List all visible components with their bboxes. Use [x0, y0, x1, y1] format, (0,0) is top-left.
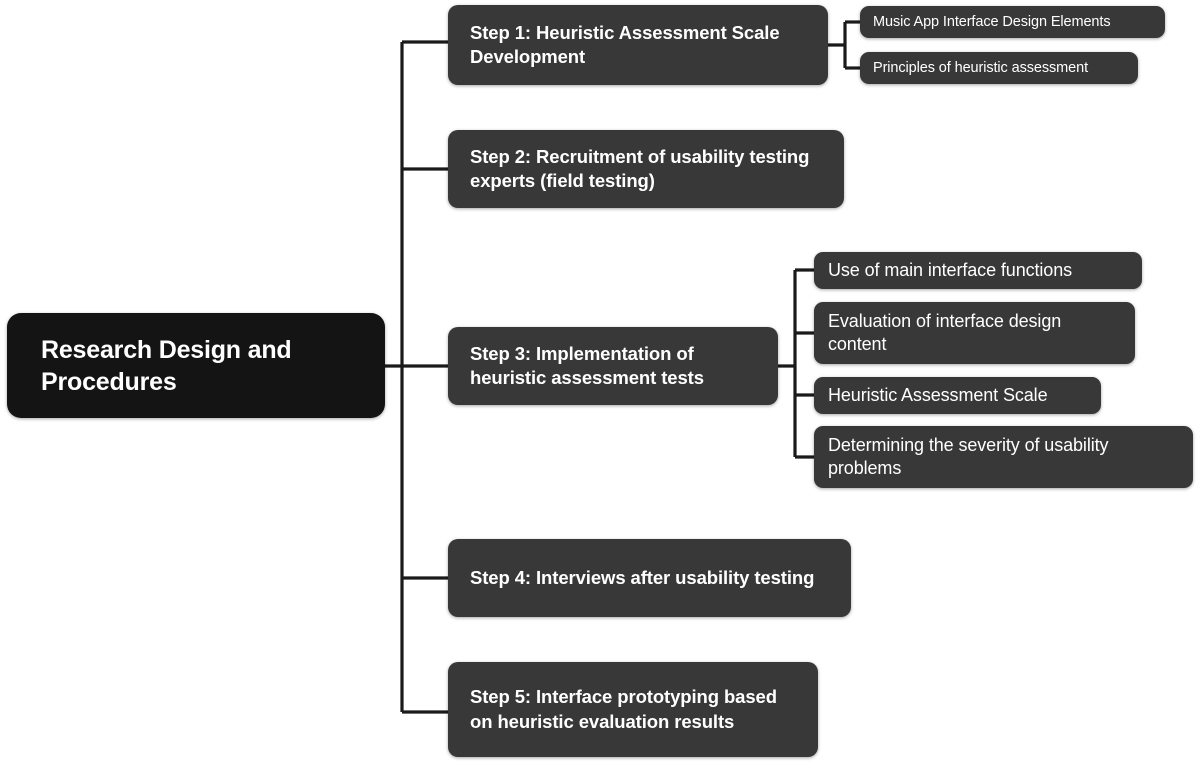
node-step-3-child-2[interactable]: Evaluation of interface design content	[814, 302, 1135, 364]
node-step-1-child-1-label: Music App Interface Design Elements	[873, 13, 1111, 30]
node-step-3-child-1[interactable]: Use of main interface functions	[814, 252, 1142, 289]
node-step-4[interactable]: Step 4: Interviews after usability testi…	[448, 539, 851, 617]
node-root-label: Research Design and Procedures	[41, 335, 292, 396]
node-step-3-child-4-label: Determining the severity of usability pr…	[828, 434, 1109, 478]
node-root[interactable]: Research Design and Procedures	[7, 313, 385, 418]
node-step-1[interactable]: Step 1: Heuristic Assessment Scale Devel…	[448, 5, 828, 85]
node-step-1-label: Step 1: Heuristic Assessment Scale Devel…	[470, 21, 780, 67]
node-step-3-child-3[interactable]: Heuristic Assessment Scale	[814, 377, 1101, 414]
node-step-3-child-4[interactable]: Determining the severity of usability pr…	[814, 426, 1193, 488]
node-step-1-child-2[interactable]: Principles of heuristic assessment	[860, 52, 1138, 84]
node-step-2[interactable]: Step 2: Recruitment of usability testing…	[448, 130, 844, 208]
node-step-3[interactable]: Step 3: Implementation of heuristic asse…	[448, 327, 778, 405]
node-step-5[interactable]: Step 5: Interface prototyping based on h…	[448, 662, 818, 757]
node-step-2-label: Step 2: Recruitment of usability testing…	[470, 145, 810, 191]
node-step-4-label: Step 4: Interviews after usability testi…	[470, 566, 815, 588]
node-step-3-child-1-label: Use of main interface functions	[828, 259, 1073, 280]
node-step-3-child-3-label: Heuristic Assessment Scale	[828, 384, 1048, 405]
node-step-5-label: Step 5: Interface prototyping based on h…	[470, 686, 777, 732]
node-step-3-child-2-label: Evaluation of interface design content	[828, 310, 1062, 354]
node-step-3-label: Step 3: Implementation of heuristic asse…	[470, 342, 704, 388]
node-step-1-child-1[interactable]: Music App Interface Design Elements	[860, 6, 1165, 38]
node-step-1-child-2-label: Principles of heuristic assessment	[873, 59, 1088, 76]
